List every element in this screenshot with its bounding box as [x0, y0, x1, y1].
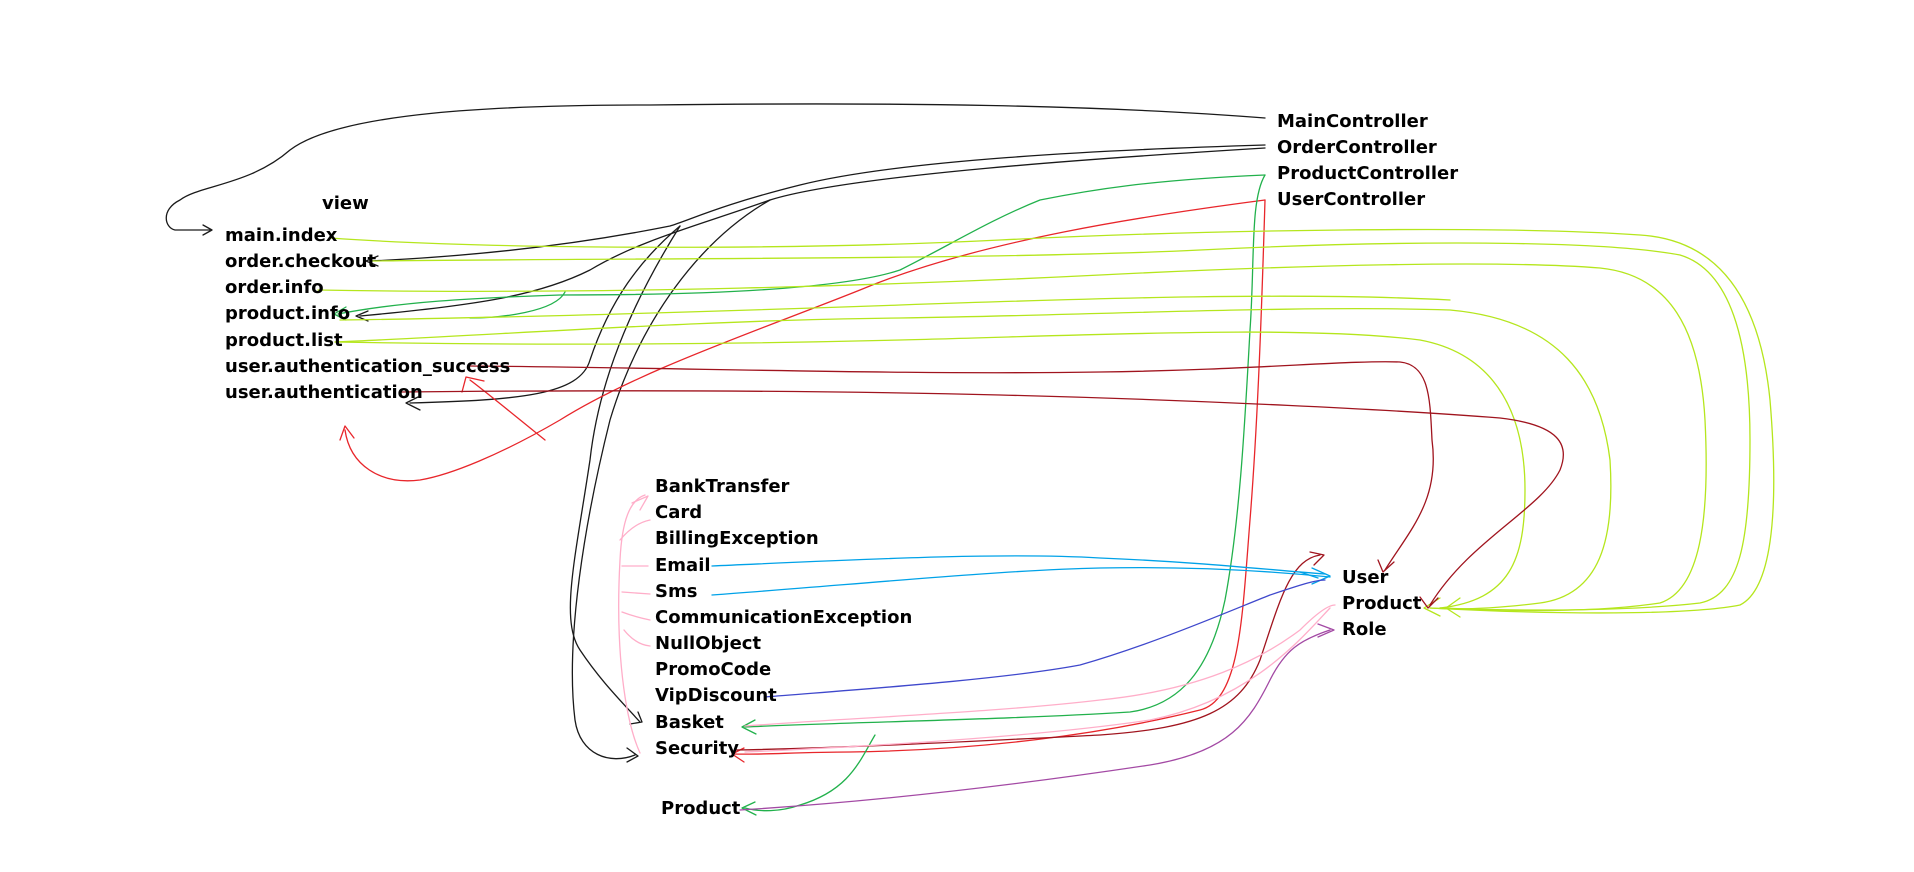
view-product-list: product.list: [225, 330, 343, 351]
connector-email-to-user: [711, 555, 1326, 575]
connector-order-controller-to-product-info: [359, 147, 1266, 317]
arrowhead-main-index: [202, 224, 213, 236]
connector-order-controller-to-basket: [569, 225, 681, 723]
connector-user-controller-to-user-auth-success: [469, 379, 546, 441]
entity-user: User: [1342, 567, 1389, 588]
arrowhead-user-auth-success-red: [461, 376, 485, 393]
view-product-info: product.info: [225, 303, 351, 324]
connector-vip-discount-to-user: [764, 579, 1326, 698]
service-card: Card: [655, 502, 703, 523]
arrowhead-user-entity-darkred-2: [1309, 551, 1325, 566]
connector-user-auth-to-product-entity: [399, 390, 1564, 606]
entity-role: Role: [1342, 619, 1387, 640]
service-product: Product: [661, 798, 741, 819]
arrowhead-order-checkout: [365, 255, 379, 267]
connector-product-to-role: [739, 629, 1331, 811]
service-vip-discount: VipDiscount: [655, 685, 777, 706]
order-controller-label: OrderController: [1277, 137, 1437, 158]
arrowhead-user-auth-black: [405, 396, 421, 411]
connector-user-controller-to-security: [734, 199, 1266, 755]
connector-main-index-to-product-entity: [329, 228, 1775, 614]
user-controller-label: UserController: [1277, 189, 1426, 210]
connector-main-controller-to-main-index: [165, 103, 1266, 231]
connector-user-controller-to-user-auth: [344, 199, 1266, 482]
view-main-index: main.index: [225, 225, 338, 246]
connector-product-info-to-product-entity: [339, 295, 1451, 321]
service-billing-exception: BillingException: [655, 528, 819, 549]
service-basket: Basket: [655, 712, 724, 733]
connector-product-controller-to-product-info: [337, 174, 1266, 315]
service-sms: Sms: [655, 581, 698, 602]
entity-product: Product: [1342, 593, 1422, 614]
arrowhead-product-info-green: [333, 306, 347, 321]
arrowhead-product-entity-darkred: [1419, 596, 1439, 609]
connector-product-list-to-product-entity-2: [334, 331, 1526, 609]
branch-null-object-pink: [623, 629, 651, 647]
arrowhead-bank-transfer-pink: [631, 495, 649, 511]
service-promo-code: PromoCode: [655, 659, 772, 680]
connector-order-controller-to-order-checkout: [369, 144, 1266, 262]
view-title: view: [322, 193, 369, 214]
arrowhead-role-purple: [1317, 623, 1335, 638]
arrowhead-user-auth-red: [339, 425, 355, 441]
service-communication-exception: CommunicationException: [655, 607, 913, 628]
main-controller-label: MainController: [1277, 111, 1428, 132]
service-bank-transfer: BankTransfer: [655, 476, 790, 497]
connector-basket-to-product-entity-pink: [744, 604, 1336, 727]
view-user-auth: user.authentication: [225, 382, 423, 403]
arrowhead-security-black: [626, 747, 639, 763]
connector-order-controller-to-user-auth: [409, 225, 681, 404]
service-null-object: NullObject: [655, 633, 762, 654]
view-order-info: order.info: [225, 277, 324, 298]
branch-sms-pink: [621, 591, 651, 595]
view-order-checkout: order.checkout: [225, 251, 377, 272]
connector-order-info-to-product-entity: [317, 263, 1707, 612]
connector-basket-to-product: [744, 734, 876, 812]
service-security: Security: [655, 738, 740, 759]
connector-sms-to-user: [711, 566, 1331, 596]
view-user-auth-success: user.authentication_success: [225, 356, 511, 377]
arrowhead-product-green: [741, 801, 757, 816]
branch-card-pink: [619, 519, 651, 541]
connector-order-controller-to-security: [571, 199, 771, 760]
connector-security-to-product-entity-pink: [744, 607, 1331, 753]
connector-user-auth-success-to-user-entity: [469, 361, 1434, 571]
product-controller-label: ProductController: [1277, 163, 1459, 184]
arrowhead-user-entity-darkred: [1377, 559, 1395, 573]
connector-product-list-to-product-entity: [334, 307, 1612, 610]
arrowhead-basket-black: [629, 711, 643, 725]
connector-pink-trunk: [618, 494, 646, 754]
arrowhead-basket-green: [741, 719, 757, 735]
service-email: Email: [655, 555, 711, 576]
branch-communication-pink: [621, 611, 651, 621]
connector-order-checkout-to-product-entity: [369, 242, 1751, 611]
